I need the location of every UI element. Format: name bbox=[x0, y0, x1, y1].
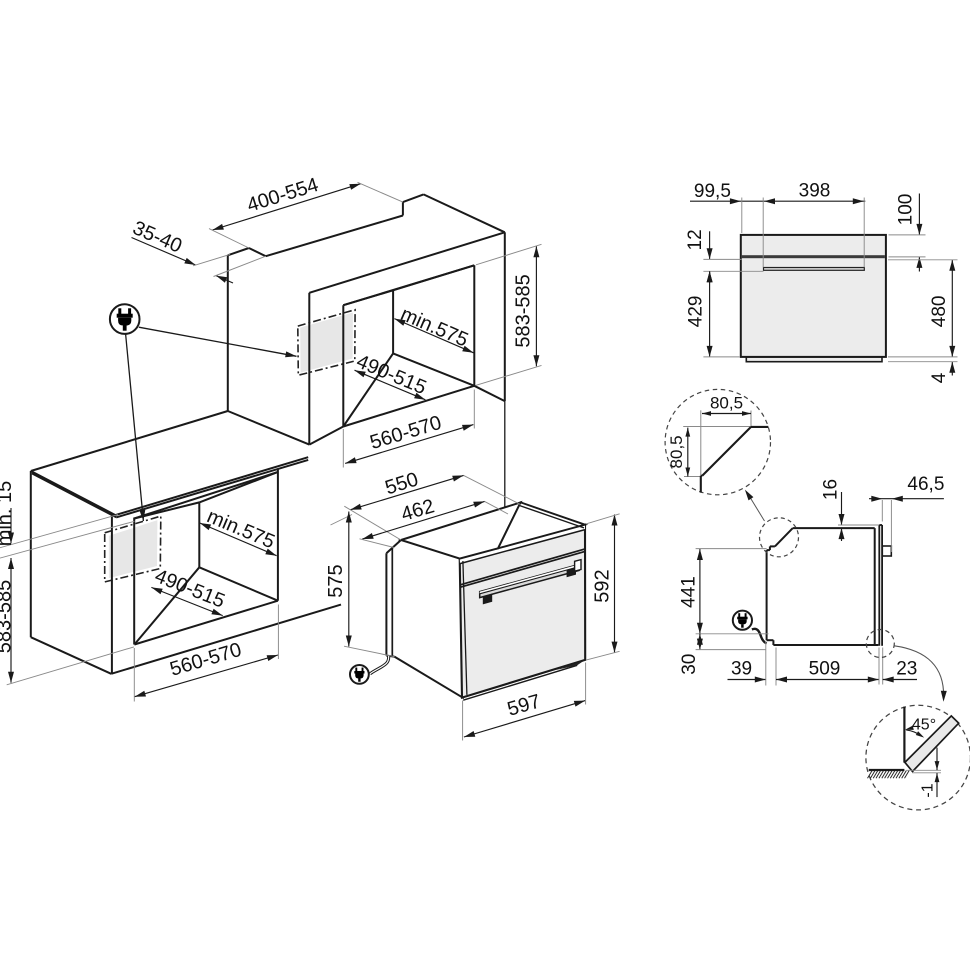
svg-text:583-585: 583-585 bbox=[0, 580, 15, 653]
svg-text:100: 100 bbox=[896, 194, 917, 226]
svg-text:575: 575 bbox=[325, 564, 347, 597]
svg-text:-1: -1 bbox=[920, 783, 937, 797]
svg-text:398: 398 bbox=[799, 181, 831, 202]
svg-text:583-585: 583-585 bbox=[512, 274, 534, 347]
svg-text:46,5: 46,5 bbox=[907, 474, 944, 495]
svg-text:23: 23 bbox=[896, 658, 917, 679]
svg-text:80,5: 80,5 bbox=[667, 435, 686, 468]
svg-text:592: 592 bbox=[592, 569, 614, 602]
svg-text:39: 39 bbox=[731, 659, 752, 680]
svg-text:4: 4 bbox=[929, 372, 950, 383]
svg-text:min. 15: min. 15 bbox=[0, 481, 16, 547]
svg-text:45°: 45° bbox=[912, 717, 936, 734]
svg-text:480: 480 bbox=[929, 296, 950, 328]
svg-text:30: 30 bbox=[679, 654, 700, 675]
svg-text:509: 509 bbox=[809, 658, 841, 679]
svg-text:12: 12 bbox=[685, 229, 706, 250]
svg-text:16: 16 bbox=[821, 479, 842, 500]
svg-text:441: 441 bbox=[679, 576, 700, 608]
svg-text:99,5: 99,5 bbox=[694, 181, 731, 202]
svg-text:80,5: 80,5 bbox=[710, 393, 743, 412]
svg-text:429: 429 bbox=[686, 296, 707, 328]
